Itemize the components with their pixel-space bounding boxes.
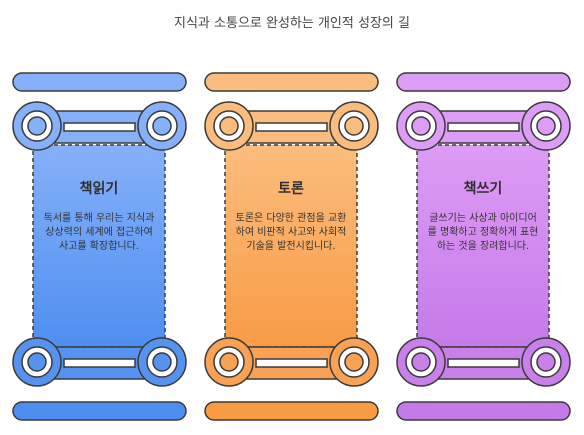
pillar-discussion: [204, 72, 379, 421]
capital-top: [204, 101, 379, 151]
pillar-shaft: [416, 144, 550, 348]
pillar-heading-writing: 책쓰기: [463, 181, 503, 197]
pillar-shaft: [224, 144, 358, 348]
capital-bottom: [12, 337, 187, 387]
pillar-base-bar: [396, 401, 571, 421]
pillar-reading: [12, 72, 187, 421]
pillar-description-discussion: 토론은 다양한 관점을 교환하여 비판적 사고와 사회적 기술을 발전시킵니다.: [235, 213, 347, 252]
capital-bottom: [204, 337, 379, 387]
pillar-writing: [396, 72, 571, 421]
capital-top: [396, 101, 571, 151]
pillar-description-reading: 독서를 통해 우리는 지식과 상상력의 세계에 접근하여 사고를 확장합니다.: [43, 213, 155, 252]
pillar-top-bar: [396, 72, 571, 92]
capital-top: [12, 101, 187, 151]
pillar-reading-text: 책읽기 독서를 통해 우리는 지식과 상상력의 세계에 접근하여 사고를 확장합…: [41, 178, 157, 254]
capital-bottom: [396, 337, 571, 387]
pillar-base-bar: [204, 401, 379, 421]
pillar-base-bar: [12, 401, 187, 421]
pillar-top-bar: [204, 72, 379, 92]
pillar-writing-text: 책쓰기 글쓰기는 사상과 아이디어를 명확하고 정확하게 표현하는 것을 장려합…: [425, 178, 541, 254]
pillar-shaft: [32, 144, 166, 348]
pillar-discussion-text: 토론 토론은 다양한 관점을 교환하여 비판적 사고와 사회적 기술을 발전시킵…: [233, 178, 349, 254]
diagram-title: 지식과 소통으로 완성하는 개인적 성장의 길: [174, 16, 410, 31]
pillar-heading-discussion: 토론: [278, 181, 304, 197]
pillar-heading-reading: 책읽기: [79, 181, 119, 197]
pillar-top-bar: [12, 72, 187, 92]
pillar-description-writing: 글쓰기는 사상과 아이디어를 명확하고 정확하게 표현하는 것을 장려합니다.: [427, 213, 539, 252]
